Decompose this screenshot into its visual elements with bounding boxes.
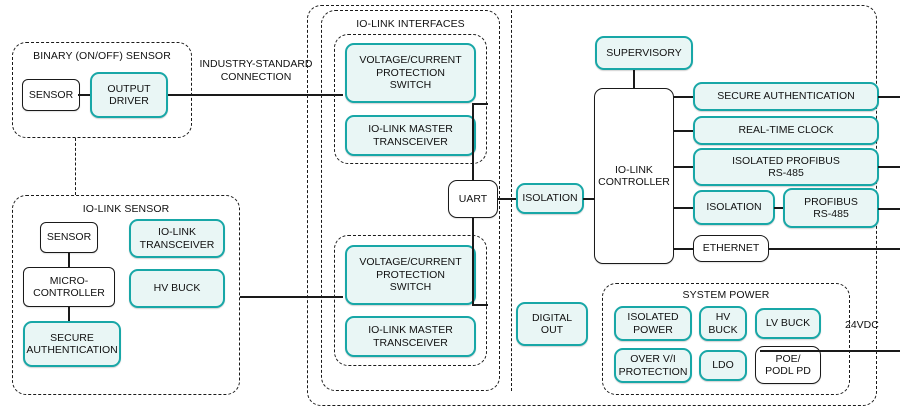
divider-interfaces-controller <box>511 10 512 391</box>
secure-authentication-block[interactable]: SECURE AUTHENTICATION <box>693 82 879 111</box>
supply-24vdc-label: 24VDC <box>845 319 879 331</box>
binary-sensor-block[interactable]: SENSOR <box>22 79 80 111</box>
group-iolink-channel-bottom <box>334 235 487 366</box>
sensor-hv-buck-block[interactable]: HV BUCK <box>129 269 225 308</box>
profibus-block[interactable]: PROFIBUS RS-485 <box>783 188 879 228</box>
iolink-controller-block[interactable]: IO-LINK CONTROLLER <box>594 88 674 264</box>
group-binary-sensor <box>12 42 192 138</box>
conn-uart-down-horizontal <box>472 304 488 306</box>
protection-switch-bottom-block[interactable]: VOLTAGE/CURRENT PROTECTION SWITCH <box>345 245 476 305</box>
group-iolink-sensor <box>12 195 240 395</box>
conn-isolation-to-profibus <box>774 207 784 209</box>
conn-profibus-export <box>878 208 900 210</box>
conn-uart-up-horizontal <box>472 103 488 105</box>
poe-podl-pd-block[interactable]: POE/ PODL PD <box>755 346 821 384</box>
conn-controller-to-rtc <box>673 130 694 132</box>
conn-uart-up-vertical <box>472 103 474 181</box>
group-system-power <box>602 283 850 395</box>
master-transceiver-bottom-block[interactable]: IO-LINK MASTER TRANSCEIVER <box>345 316 476 357</box>
conn-controller-to-secure-auth <box>673 96 694 98</box>
isolated-power-block[interactable]: ISOLATED POWER <box>614 306 692 341</box>
real-time-clock-block[interactable]: REAL-TIME CLOCK <box>693 116 879 145</box>
ethernet-block[interactable]: ETHERNET <box>693 235 769 262</box>
group-iolink-interfaces-title: IO-LINK INTERFACES <box>356 18 465 30</box>
conn-mcu-to-secauth <box>68 306 70 322</box>
conn-binary-sensor-to-master <box>168 94 343 96</box>
conn-uart-to-isolation <box>497 198 517 200</box>
digital-out-block[interactable]: DIGITAL OUT <box>516 302 588 346</box>
supervisory-block[interactable]: SUPERVISORY <box>595 36 693 70</box>
conn-uart-down-vertical <box>472 217 474 305</box>
system-hv-buck-block[interactable]: HV BUCK <box>699 306 747 341</box>
conn-controller-to-ethernet <box>673 248 694 250</box>
conn-24vdc-supply <box>760 350 900 352</box>
group-iolink-channel-top <box>334 34 487 164</box>
microcontroller-block[interactable]: MICRO- CONTROLLER <box>23 267 115 307</box>
iolink-sensor-block[interactable]: SENSOR <box>40 222 98 253</box>
over-vi-protection-block[interactable]: OVER V/I PROTECTION <box>614 348 692 383</box>
group-iolink-interfaces <box>321 10 500 391</box>
conn-controller-to-supervisory <box>633 70 635 89</box>
conn-binary-sensor-to-driver <box>78 94 92 96</box>
conn-controller-to-isolated-profibus <box>673 166 694 168</box>
isolation-output-block[interactable]: ISOLATION <box>693 190 775 225</box>
isolated-profibus-block[interactable]: ISOLATED PROFIBUS RS-485 <box>693 148 879 186</box>
conn-sensor-to-mcu <box>68 252 70 268</box>
master-transceiver-top-block[interactable]: IO-LINK MASTER TRANSCEIVER <box>345 115 476 156</box>
ldo-block[interactable]: LDO <box>699 350 747 381</box>
group-binary-sensor-title: BINARY (ON/OFF) SENSOR <box>33 50 171 62</box>
conn-controller-to-isolation-out <box>673 207 694 209</box>
uart-block[interactable]: UART <box>448 180 498 218</box>
conn-secure-auth-export <box>878 96 900 98</box>
industry-standard-connection-label: INDUSTRY-STANDARD CONNECTION <box>199 58 313 84</box>
sensor-secure-authentication-block[interactable]: SECURE AUTHENTICATION <box>23 321 121 367</box>
conn-sensor-groups-dashed <box>75 138 76 195</box>
isolation-input-block[interactable]: ISOLATION <box>516 183 584 214</box>
output-driver-block[interactable]: OUTPUT DRIVER <box>90 72 168 118</box>
conn-ethernet-export <box>768 248 900 250</box>
protection-switch-top-block[interactable]: VOLTAGE/CURRENT PROTECTION SWITCH <box>345 43 476 103</box>
conn-iolink-sensor-to-master <box>240 296 343 298</box>
group-system-power-title: SYSTEM POWER <box>682 289 770 301</box>
conn-isolation-to-controller <box>583 198 595 200</box>
lv-buck-block[interactable]: LV BUCK <box>755 308 821 339</box>
iolink-transceiver-block[interactable]: IO-LINK TRANSCEIVER <box>129 219 225 258</box>
conn-isolated-profibus-export <box>878 166 900 168</box>
group-iolink-sensor-title: IO-LINK SENSOR <box>82 203 170 215</box>
